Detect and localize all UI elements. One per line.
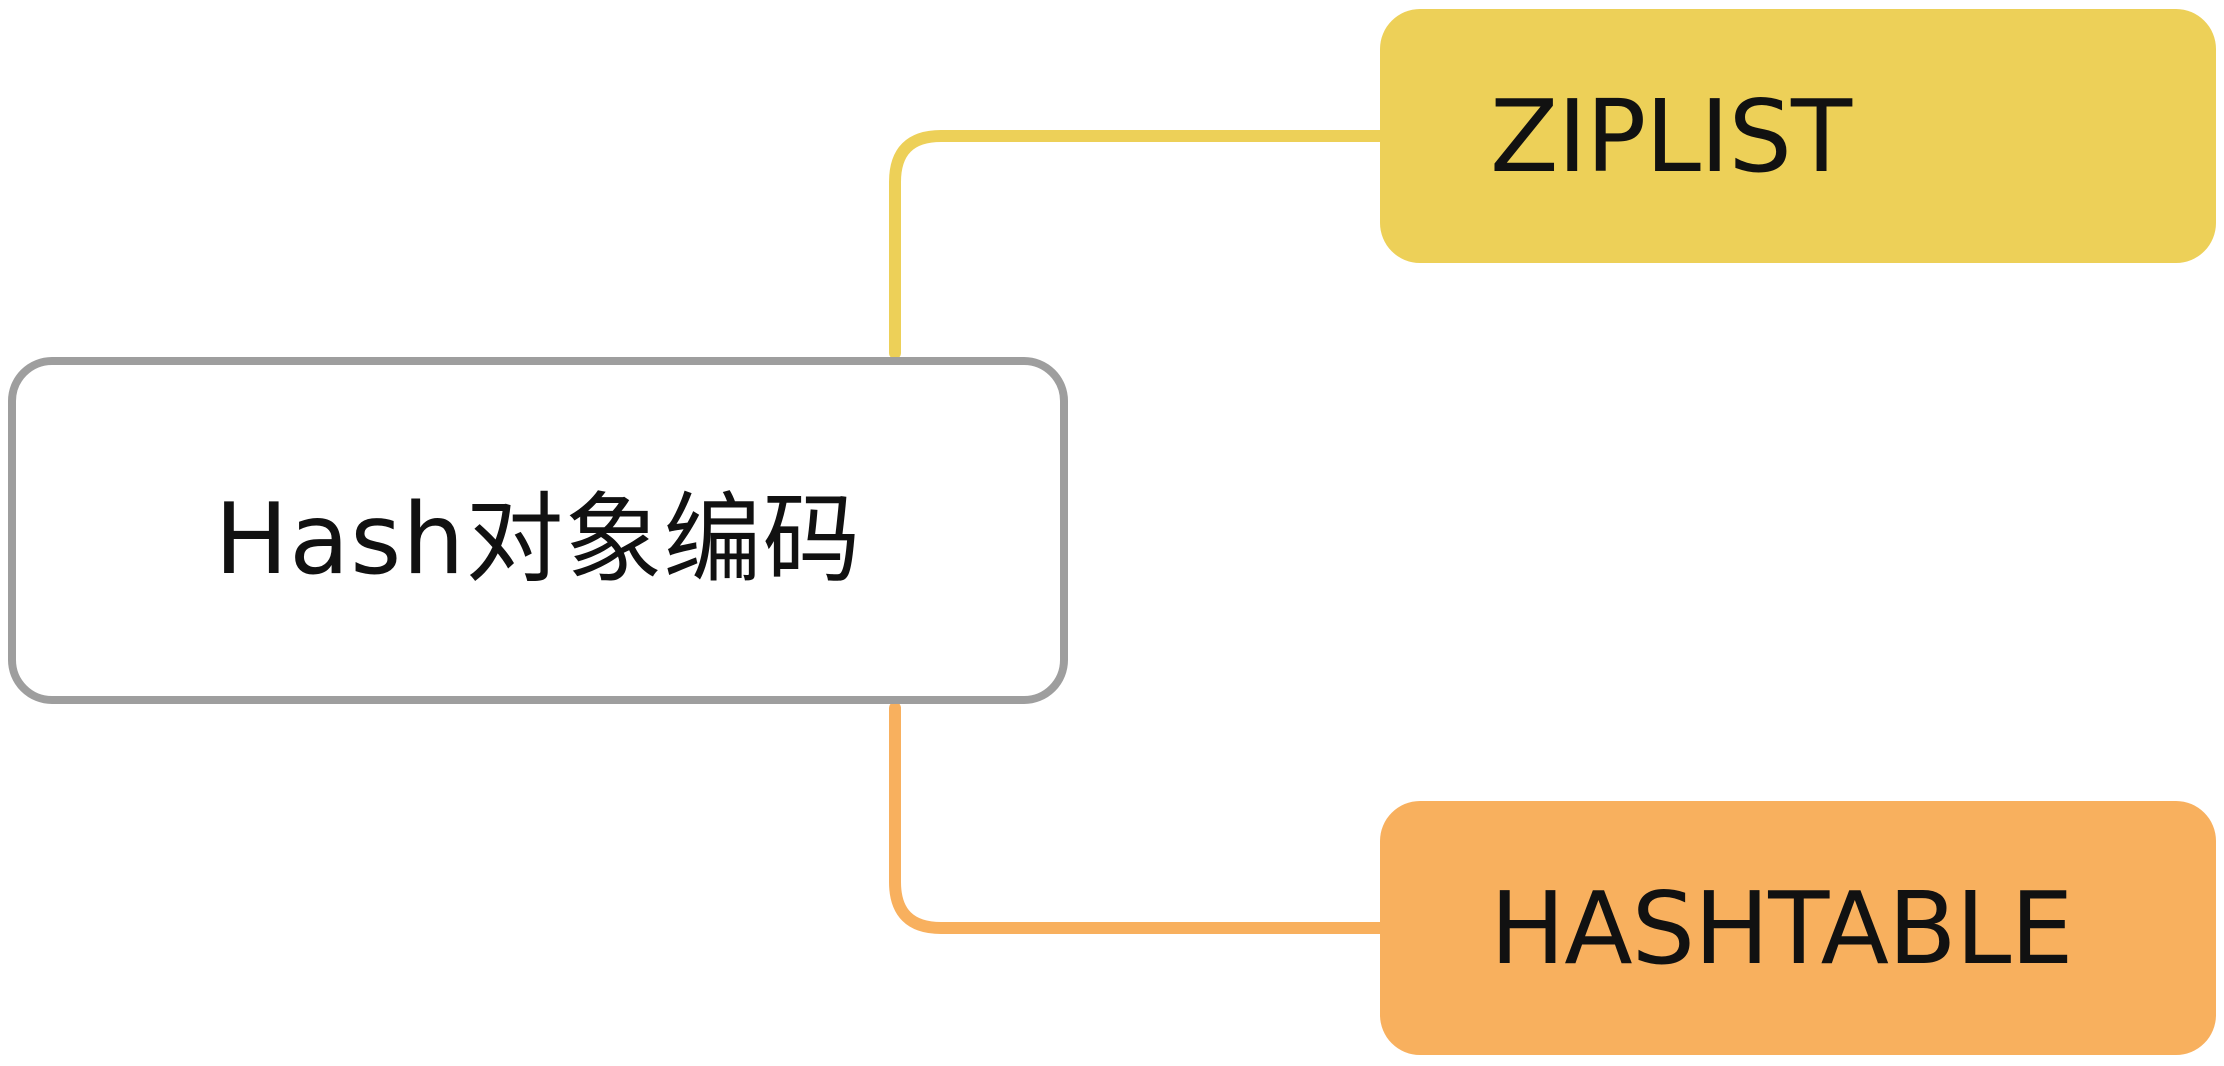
child-node-hashtable[interactable]: HASHTABLE: [1380, 801, 2216, 1055]
connector-root-to-hashtable: [889, 702, 1390, 934]
child-node-ziplist[interactable]: ZIPLIST: [1380, 9, 2216, 263]
connector-root-to-ziplist: [889, 130, 1390, 359]
child-node-ziplist-label: ZIPLIST: [1490, 77, 1852, 195]
root-node-label: Hash对象编码: [214, 482, 862, 597]
root-node[interactable]: Hash对象编码: [8, 357, 1068, 704]
child-node-hashtable-label: HASHTABLE: [1490, 869, 2074, 987]
